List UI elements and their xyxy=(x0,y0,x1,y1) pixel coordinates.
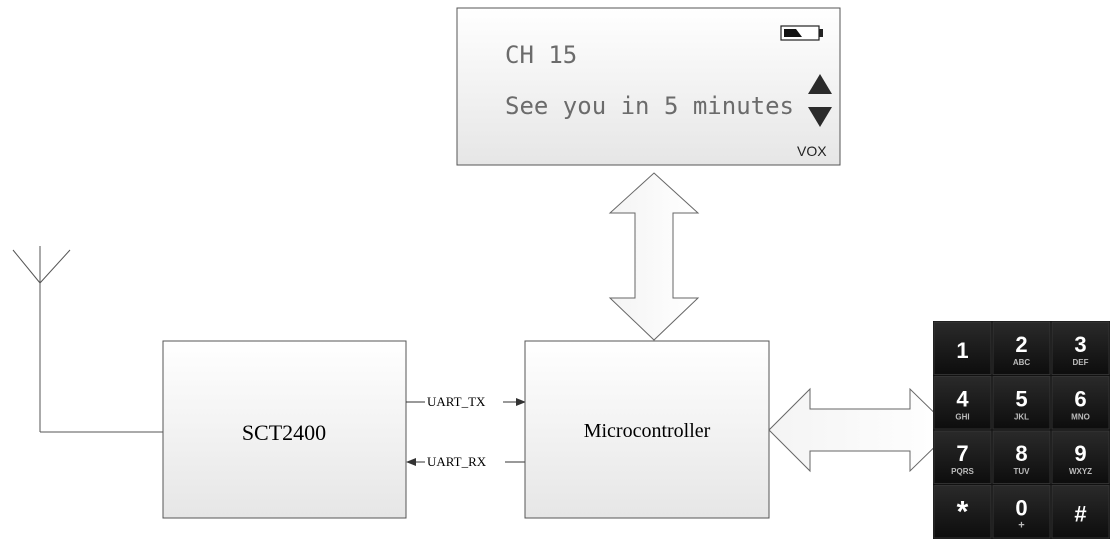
sct2400-label: SCT2400 xyxy=(242,420,326,445)
keypad-key-letters: ABC xyxy=(1013,358,1031,367)
keypad-key-face xyxy=(933,376,992,430)
keypad-key-letters: TUV xyxy=(1014,467,1031,476)
keypad-key-face xyxy=(992,321,1051,375)
scroll-down-icon xyxy=(808,107,832,127)
keypad-key-face xyxy=(992,376,1051,430)
mcu-keypad-bus-arrow xyxy=(768,387,953,473)
microcontroller-label: Microcontroller xyxy=(584,420,711,442)
keypad-key-face xyxy=(1051,485,1110,539)
keypad-key-face xyxy=(933,485,992,539)
keypad-key-face xyxy=(992,485,1051,539)
keypad-key-face xyxy=(933,321,992,375)
lcd-display: CH 15 See you in 5 minutes VOX xyxy=(456,7,841,166)
keypad-key-letters: DEF xyxy=(1073,358,1089,367)
keypad-key-letters: JKL xyxy=(1014,413,1029,422)
keypad-key-digit: 0 xyxy=(1015,496,1027,521)
keypad-key-letters: + xyxy=(1018,520,1024,532)
keypad-key-1[interactable]: 1 xyxy=(933,321,992,375)
keypad-key-digit: 3 xyxy=(1074,332,1086,357)
sct2400-block: SCT2400 xyxy=(162,340,407,519)
keypad-key-digit: 2 xyxy=(1015,332,1027,357)
keypad-key-letters: PQRS xyxy=(951,467,974,476)
vox-indicator: VOX xyxy=(797,143,827,159)
keypad-key-digit: * xyxy=(957,496,969,529)
keypad-key-digit: 4 xyxy=(956,387,969,412)
antenna xyxy=(12,246,163,433)
battery-icon xyxy=(780,25,823,41)
keypad-key-letters: MNO xyxy=(1071,413,1090,422)
keypad-key-star[interactable]: * xyxy=(933,485,992,539)
keypad-key-face xyxy=(1051,376,1110,430)
keypad-key-face xyxy=(1051,430,1110,484)
keypad-key-digit: 8 xyxy=(1015,441,1027,466)
uart-tx-wire: UART_TX xyxy=(406,394,526,409)
keypad-key-face xyxy=(992,430,1051,484)
keypad-key-0[interactable]: 0+ xyxy=(992,485,1051,539)
keypad-key-letters: WXYZ xyxy=(1069,467,1092,476)
uart-rx-wire: UART_RX xyxy=(406,454,525,469)
lcd-mcu-bus-arrow xyxy=(608,172,700,341)
keypad-key-digit: 9 xyxy=(1074,441,1086,466)
lcd-line-2: See you in 5 minutes xyxy=(505,92,794,120)
keypad-key-face xyxy=(933,430,992,484)
microcontroller-block: Microcontroller xyxy=(524,340,770,519)
keypad-key-face xyxy=(1051,321,1110,375)
uart-rx-label: UART_RX xyxy=(427,454,487,469)
keypad-key-digit: 6 xyxy=(1074,387,1086,412)
keypad-key-digit: 5 xyxy=(1015,387,1027,412)
scroll-up-icon xyxy=(808,74,832,94)
keypad-key-hash[interactable]: # xyxy=(1051,485,1110,539)
keypad-key-letters: GHI xyxy=(955,413,969,422)
lcd-frame xyxy=(456,7,841,166)
keypad-key-digit: 7 xyxy=(956,441,968,466)
keypad-key-digit: 1 xyxy=(956,338,968,363)
lcd-line-1: CH 15 xyxy=(505,41,577,69)
keypad-key-digit: # xyxy=(1074,502,1086,527)
uart-tx-label: UART_TX xyxy=(427,394,486,409)
